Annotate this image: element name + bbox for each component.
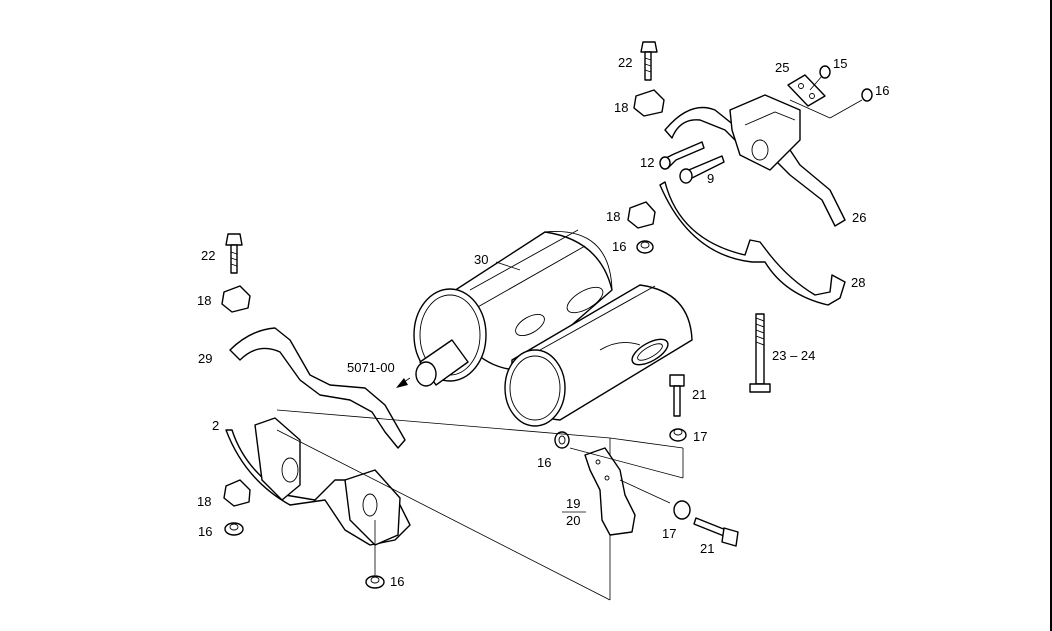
muffler-body-30: [413, 229, 613, 387]
washer-17-mid: [669, 428, 687, 442]
bolt-21-mid: [669, 374, 685, 417]
long-bolt-23-24: [749, 313, 771, 393]
callout-18-left: 18: [197, 293, 211, 308]
nut-16-bottom: [365, 575, 385, 589]
callout-29: 29: [198, 351, 212, 366]
callout-26: 26: [852, 210, 866, 225]
band-29: [229, 327, 406, 449]
plate-25: [787, 74, 826, 107]
callout-22-left: 22: [201, 248, 215, 263]
bracket-26: [664, 94, 846, 227]
band-28: [659, 181, 846, 306]
nut-16-center: [554, 431, 570, 449]
callout-23-24: 23 – 24: [772, 348, 815, 363]
callout-25: 25: [775, 60, 789, 75]
callout-15: 15: [833, 56, 847, 71]
callout-16-center: 16: [537, 455, 551, 470]
spacer-17-bottom: [673, 500, 691, 520]
nut-16-mid: [636, 240, 654, 254]
callout-5071-00: 5071-00: [347, 360, 395, 375]
frame-border: [1050, 0, 1052, 631]
callout-16-topright: 16: [875, 83, 889, 98]
callout-2: 2: [212, 418, 219, 433]
nut-16-topright: [861, 88, 873, 102]
callout-18-bottom: 18: [197, 494, 211, 509]
grommet-18-left: [221, 285, 251, 313]
direction-arrow: [396, 377, 411, 388]
bolt-12: [659, 141, 705, 170]
callout-19: 19: [566, 496, 580, 511]
bracket-2: [225, 417, 411, 546]
callout-16-bottomleft: 16: [198, 524, 212, 539]
callout-20: 20: [566, 513, 580, 528]
muffler-second-drum: [504, 284, 693, 427]
assembly-lines: [276, 75, 863, 601]
grommet-18-top: [633, 89, 665, 117]
callout-9: 9: [707, 171, 714, 186]
callout-18-top: 18: [614, 100, 628, 115]
callout-17-bottom: 17: [662, 526, 676, 541]
bolt-22-top: [640, 41, 658, 81]
bolt-22-left: [225, 233, 243, 274]
bolt-9: [679, 155, 725, 184]
grommet-18-mid: [627, 201, 656, 229]
callout-16-mid: 16: [612, 239, 626, 254]
bolt-21-bottom: [693, 517, 739, 547]
callout-18-mid: 18: [606, 209, 620, 224]
bracket-19-20: [584, 447, 636, 536]
grommet-18-bottom: [223, 479, 251, 507]
nut-15: [819, 65, 831, 79]
callout-28: 28: [851, 275, 865, 290]
callout-17-mid: 17: [693, 429, 707, 444]
callout-22-top: 22: [618, 55, 632, 70]
callout-labels: 22 18 25 15 16 12 9 18 16 26 28 30 22 18…: [197, 55, 889, 589]
callout-12: 12: [640, 155, 654, 170]
callout-21-mid: 21: [692, 387, 706, 402]
callout-16-bottom: 16: [390, 574, 404, 589]
callout-30: 30: [474, 252, 488, 267]
nut-16-bottomleft: [224, 522, 244, 536]
callout-21-bottom: 21: [700, 541, 714, 556]
